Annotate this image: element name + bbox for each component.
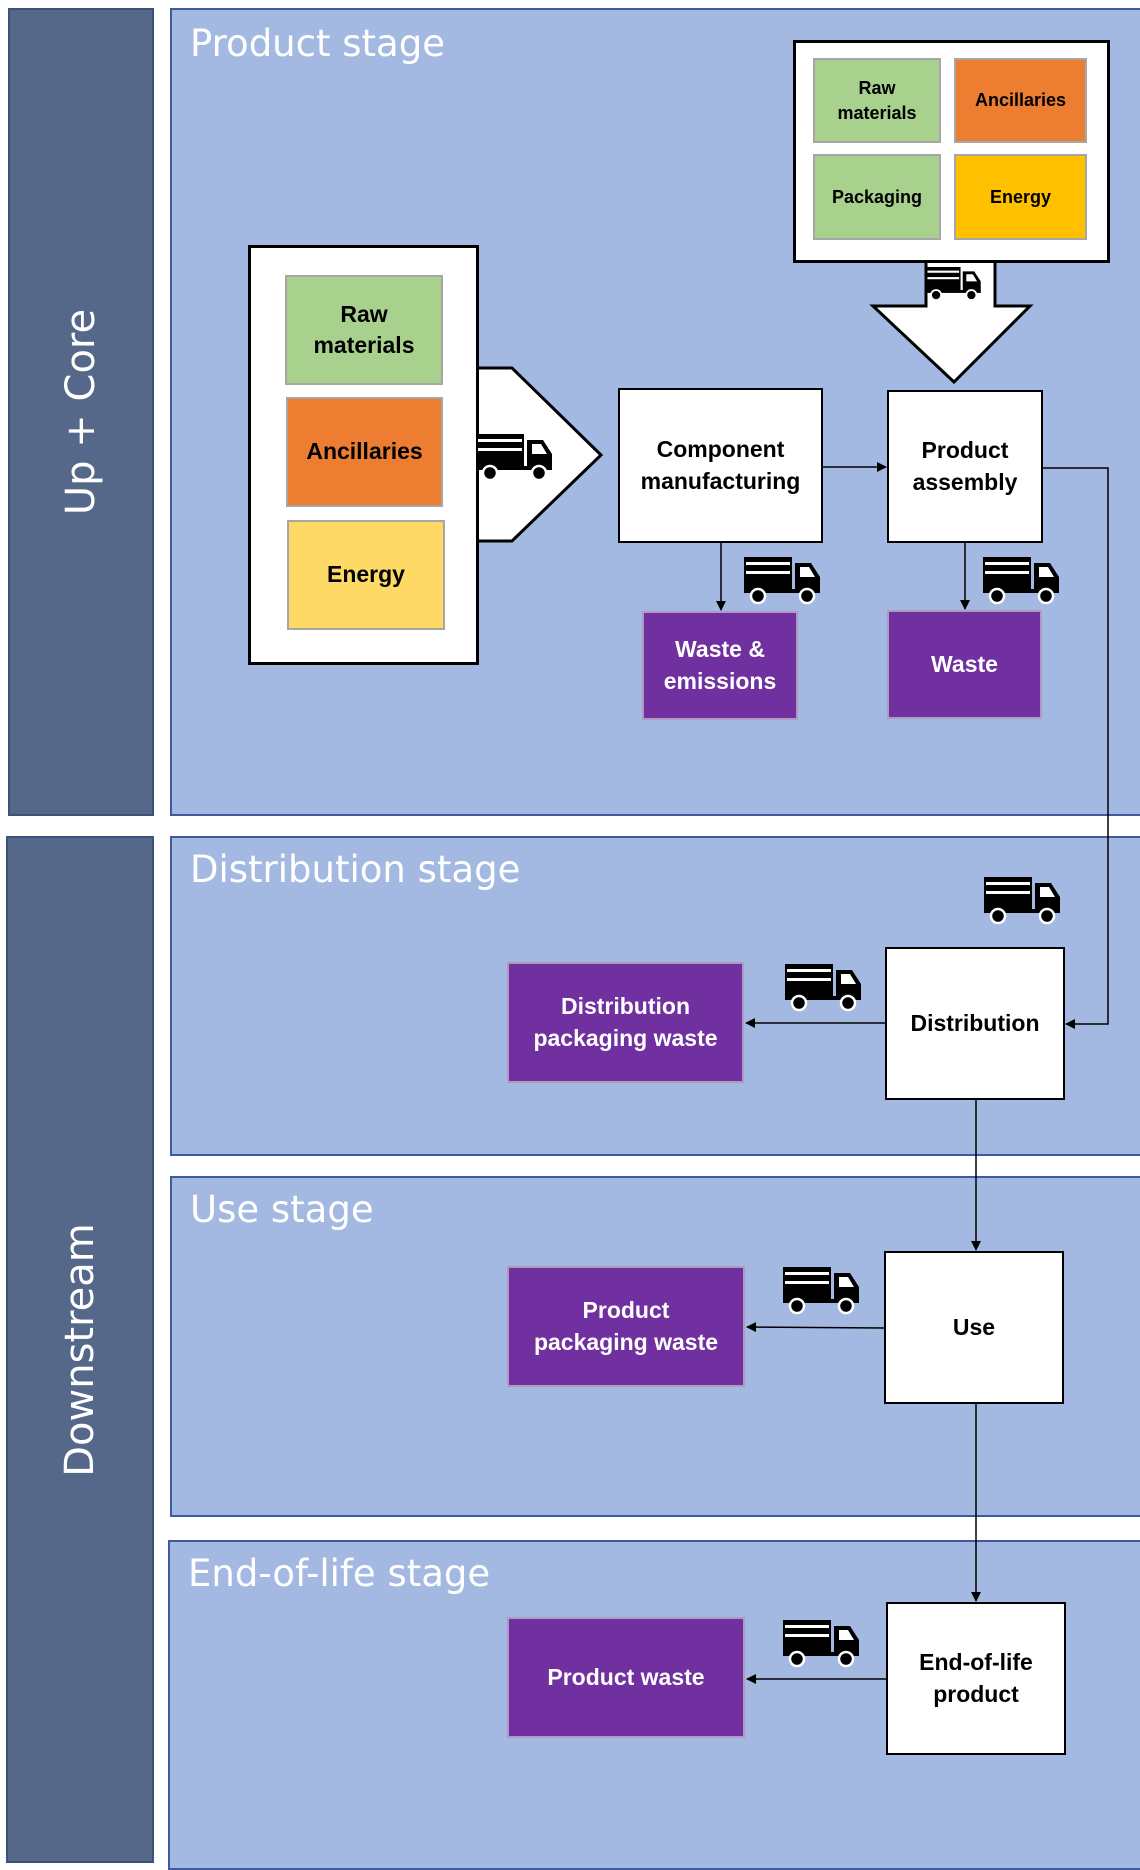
truck-icon	[742, 555, 822, 605]
truck-icon	[781, 1618, 861, 1668]
top-energy: Energy	[954, 154, 1087, 240]
truck-icon	[474, 432, 554, 482]
block-arrow-down	[869, 256, 1034, 385]
arrow-use-to-packaging-waste	[746, 1322, 885, 1333]
arrow-assembly-to-distribution	[1043, 467, 1109, 1029]
sidebar-downstream: Downstream	[6, 836, 154, 1863]
truck-icon	[783, 962, 863, 1012]
output-product-packaging-waste: Product packaging waste	[507, 1266, 745, 1387]
process-distribution: Distribution	[885, 947, 1065, 1100]
left-energy: Energy	[287, 520, 445, 630]
truck-icon	[781, 1265, 861, 1315]
stage-product-title: Product stage	[190, 22, 445, 65]
process-component-manufacturing: Component manufacturing	[618, 388, 823, 543]
stage-end-of-life-title: End-of-life stage	[188, 1552, 491, 1595]
stage-use-title: Use stage	[190, 1188, 374, 1231]
output-waste-emissions: Waste & emissions	[642, 611, 798, 720]
top-packaging: Packaging	[813, 154, 941, 240]
left-raw-materials: Raw materials	[285, 275, 443, 385]
output-distribution-packaging-waste: Distribution packaging waste	[507, 962, 744, 1083]
process-use: Use	[884, 1251, 1064, 1404]
stage-distribution-title: Distribution stage	[190, 848, 521, 891]
truck-icon	[925, 266, 982, 302]
process-product-assembly: Product assembly	[887, 390, 1043, 543]
sidebar-upstream: Up + Core	[8, 8, 154, 816]
top-raw-materials: Raw materials	[813, 58, 941, 143]
left-ancillaries: Ancillaries	[286, 397, 443, 507]
process-end-of-life-product: End-of-life product	[886, 1602, 1066, 1755]
top-ancillaries: Ancillaries	[954, 58, 1087, 143]
truck-icon	[981, 555, 1061, 605]
truck-icon	[982, 875, 1062, 925]
output-waste: Waste	[887, 610, 1042, 719]
output-product-waste: Product waste	[507, 1617, 745, 1738]
